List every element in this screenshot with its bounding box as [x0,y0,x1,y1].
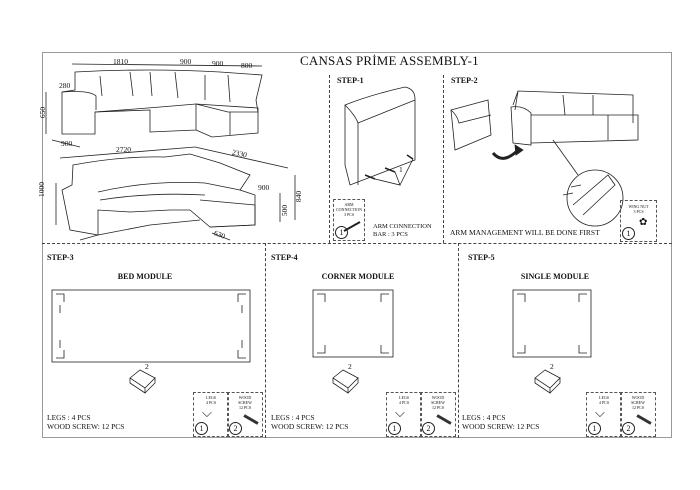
part-name: WOOD [631,395,645,400]
part-name: SCREW [431,400,445,405]
sofa-overview-drawing [45,63,296,241]
section-divider [265,243,266,438]
step-1-note: ARM CONNECTION BAR : 3 PCS [373,223,432,239]
bed-module-quantities: LEGS : 4 PCS WOOD SCREW: 12 PCS [47,413,124,431]
section-divider [443,75,444,243]
screw-icon [243,414,259,425]
dimension-label: 800 [241,61,253,70]
part-name: ARM [344,202,354,207]
part-name: LEGS [206,395,216,400]
callout-number: 2 [145,362,149,371]
corner-module-title: CORNER MODULE [321,272,395,281]
part-number-badge: 1 [588,422,601,435]
leg-icon: ⌵ [395,405,405,420]
wood-screw-part-box: WOOD SCREW 12 PCS 2 [420,392,456,437]
part-name: LEGS [599,395,609,400]
legs-qty-text: LEGS : 4 PCS [271,413,315,422]
corner-module-quantities: LEGS : 4 PCS WOOD SCREW: 12 PCS [271,413,348,431]
part-qty: 12 PCS [238,405,252,410]
screw-icon [436,414,452,425]
dimension-label: 900 [180,57,192,66]
step-4-label: STEP-4 [271,253,298,262]
arm-attach-drawing [450,90,639,227]
section-divider [458,243,459,438]
callout-number: 1 [399,165,403,174]
screws-qty-text: WOOD SCREW: 12 PCS [47,422,125,431]
part-qty: 4 PCS [598,400,610,405]
part-qty: 3 PCS [343,212,355,217]
part-name: WOOD [431,395,445,400]
single-module-title: SINGLE MODULE [520,272,590,281]
single-module-base [512,289,592,358]
arm-connection-part-box: ARM CONNECTION 3 PCS 1 [333,199,365,241]
bed-module-base [51,289,251,363]
legs-part-box: LEGS 4 PCS ⌵ 1 [193,392,229,437]
step-2-note: ARM MANAGEMENT WILL BE DONE FIRST [450,228,600,237]
corner-module-base [312,289,394,358]
note-line: ARM CONNECTION [373,223,432,230]
part-name: SCREW [631,400,645,405]
part-number-badge: 2 [229,422,242,435]
part-number-badge: 2 [422,422,435,435]
sofa-top-view [45,63,263,148]
part-qty: 4 PCS [205,400,217,405]
legs-part-box: LEGS 4 PCS ⌵ 1 [586,392,622,437]
callout-number: 2 [348,362,352,371]
part-qty: 3 PCS [633,209,644,214]
part-name: LEGS [399,395,409,400]
wing-nut-icon: ✿ [639,217,648,228]
section-divider [329,75,330,243]
wing-nut-part-box: WING NUT 3 PCS ✿ 1 [620,200,657,242]
note-line: BAR : 3 PCS [373,231,408,238]
part-name: CONNECTION [336,207,362,212]
part-number-badge: 1 [335,226,348,239]
part-qty: 12 PCS [431,405,445,410]
part-number-badge: 1 [388,422,401,435]
part-number-badge: 1 [195,422,208,435]
part-name: WOOD [238,395,252,400]
part-name: SCREW [238,400,252,405]
bed-module-title: BED MODULE [117,272,173,281]
part-qty: 12 PCS [631,405,645,410]
dimension-label: 2720 [116,145,131,154]
part-number-badge: 2 [622,422,635,435]
dimension-label: 900 [212,59,224,68]
legs-part-box: LEGS 4 PCS ⌵ 1 [386,392,422,437]
callout-number: 2 [550,362,554,371]
step-5-label: STEP-5 [468,253,495,262]
legs-qty-text: LEGS : 4 PCS [462,413,506,422]
dimension-label: 280 [59,81,71,90]
legs-qty-text: LEGS : 4 PCS [47,413,91,422]
part-qty: 4 PCS [398,400,410,405]
page-title: CANSAS PRİME ASSEMBLY-1 [300,53,479,68]
single-module-quantities: LEGS : 4 PCS WOOD SCREW: 12 PCS [462,413,539,431]
dimension-label: 1810 [113,57,128,66]
arm-module-drawing [344,86,416,186]
step-2-label: STEP-2 [451,76,478,85]
step-3-label: STEP-3 [47,253,74,262]
leg-callout-drawings [129,369,561,394]
screw-icon [636,414,652,425]
part-number-badge: 1 [622,227,635,240]
dimension-label: 900 [61,139,73,148]
leg-icon: ⌵ [202,405,212,420]
screws-qty-text: WOOD SCREW: 12 PCS [271,422,349,431]
section-divider [42,243,672,244]
sofa-perspective-view [55,146,296,241]
part-name: WING NUT [628,204,649,209]
page-frame [42,52,672,438]
screws-qty-text: WOOD SCREW: 12 PCS [462,422,540,431]
wood-screw-part-box: WOOD SCREW 12 PCS 2 [227,392,263,437]
wood-screw-part-box: WOOD SCREW 12 PCS 2 [620,392,656,437]
leg-icon: ⌵ [595,405,605,420]
dimension-label: 900 [258,183,270,192]
step-1-label: STEP-1 [337,76,364,85]
